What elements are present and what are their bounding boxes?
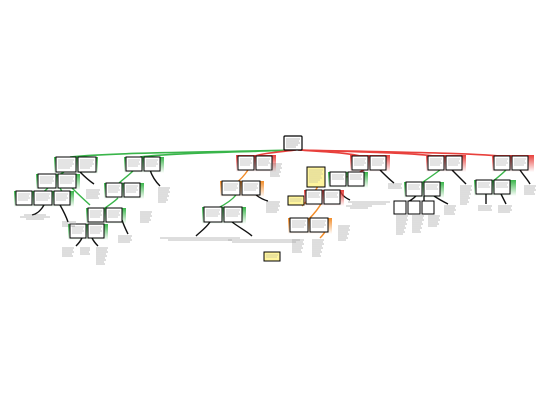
note-box-3 [263,251,281,262]
objection-reason-1[interactable] [236,155,276,172]
connector-root-s2 [139,149,293,158]
support-reason-2[interactable] [124,156,164,173]
objection-reason-3a[interactable] [404,181,444,198]
rebuttal-reason-1a[interactable] [220,180,264,197]
support-reason-1a[interactable] [36,173,80,190]
rebuttal-reason-2a[interactable] [288,217,332,234]
support-reason-2b[interactable] [86,207,126,224]
support-reason-1-counter[interactable] [202,206,246,224]
rebuttal-reason-2[interactable] [304,189,344,206]
objection-reason-2a[interactable] [328,171,368,188]
root-claim-node[interactable] [283,135,303,151]
objection-reason-2[interactable] [350,155,390,172]
support-reason-1[interactable] [54,156,98,174]
support-reason-1b[interactable] [14,190,74,207]
note-box-1 [306,166,326,188]
objection-reason-3[interactable] [426,155,466,172]
note-box-2 [287,195,305,206]
support-reason-2a[interactable] [104,182,144,199]
leaf-annotations [20,163,536,265]
objection-reason-4a[interactable] [474,179,516,196]
objection-reason-3b[interactable] [392,200,436,216]
support-reason-1c[interactable] [68,223,108,240]
objection-reason-4[interactable] [492,155,534,172]
